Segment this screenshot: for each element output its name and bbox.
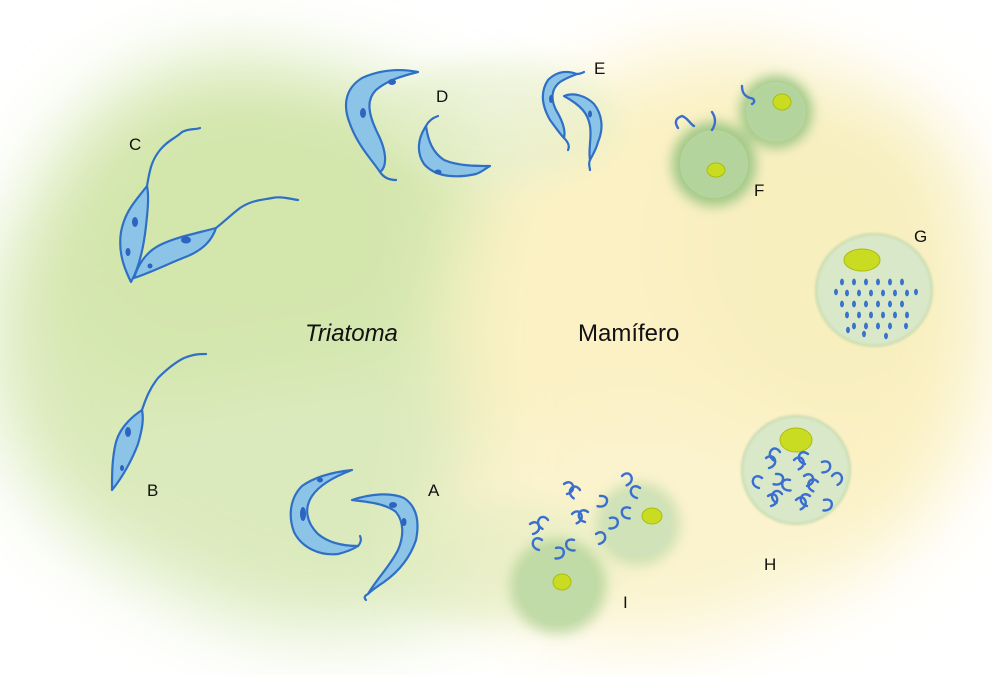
amastigote xyxy=(900,301,904,308)
amastigote xyxy=(852,323,856,330)
amastigote xyxy=(881,312,885,319)
amastigote xyxy=(834,289,838,295)
amastigote xyxy=(845,290,849,297)
stage-d-trypomastigotes xyxy=(346,70,490,180)
amastigote xyxy=(864,279,868,286)
stage-label-b: B xyxy=(147,482,158,499)
amastigote xyxy=(864,301,868,308)
stage-label-d: D xyxy=(436,88,448,105)
trypomastigote xyxy=(579,510,588,522)
stage-a-trypomastigotes xyxy=(291,470,418,600)
stage-label-g: G xyxy=(914,228,927,245)
stage-h-intracellular-trypomastigotes xyxy=(742,416,850,524)
amastigote xyxy=(840,301,844,308)
stage-label-c: C xyxy=(129,136,141,153)
amastigote xyxy=(881,290,885,297)
amastigote xyxy=(888,301,892,308)
trypomastigote xyxy=(568,485,581,499)
amastigote xyxy=(876,323,880,330)
amastigote xyxy=(876,279,880,286)
stage-f-cell-invasion xyxy=(672,76,812,206)
amastigote xyxy=(888,323,892,330)
amastigote xyxy=(852,301,856,308)
amastigote xyxy=(893,290,897,297)
host-label-vector: Triatoma xyxy=(305,322,398,346)
host-label-mammal: Mamífero xyxy=(578,322,679,346)
amastigote xyxy=(857,312,861,319)
stage-label-f: F xyxy=(754,182,764,199)
amastigote xyxy=(904,323,908,329)
stage-label-a: A xyxy=(428,482,439,499)
stage-c-epimastigotes xyxy=(120,128,298,282)
amastigote xyxy=(900,279,904,286)
stage-label-h: H xyxy=(764,556,776,573)
amastigote xyxy=(869,312,873,319)
amastigote xyxy=(840,279,844,286)
amastigote xyxy=(888,279,892,286)
stage-e-metacyclic xyxy=(543,72,602,170)
amastigote xyxy=(864,323,868,330)
amastigote xyxy=(846,327,850,333)
amastigote xyxy=(905,312,909,319)
amastigote xyxy=(914,289,918,295)
amastigote xyxy=(876,301,880,308)
amastigote xyxy=(845,312,849,319)
stage-g-amastigotes xyxy=(816,234,932,346)
stage-i-cell-rupture xyxy=(510,473,680,634)
amastigote xyxy=(884,333,888,339)
stage-b-epimastigote xyxy=(112,354,206,490)
stage-label-e: E xyxy=(594,60,605,77)
stage-label-i: I xyxy=(623,594,628,611)
trypomastigote xyxy=(572,511,583,524)
amastigote xyxy=(857,290,861,297)
amastigote xyxy=(869,290,873,297)
amastigote xyxy=(893,312,897,319)
amastigote xyxy=(852,279,856,286)
amastigote xyxy=(862,331,866,337)
amastigote xyxy=(905,290,909,297)
